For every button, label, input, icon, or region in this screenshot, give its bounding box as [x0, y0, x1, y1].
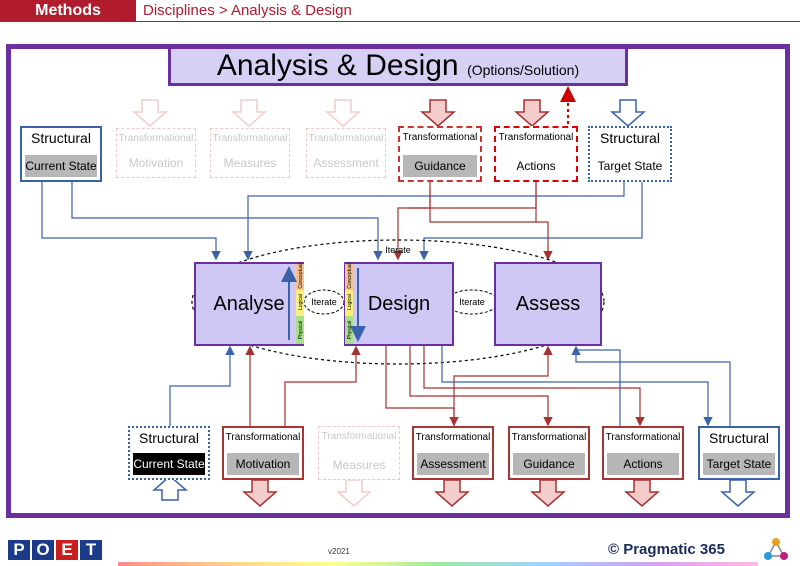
logo-letter: P [8, 540, 30, 560]
top-guidance-box[interactable]: Transformational Guidance [398, 126, 482, 182]
top-bar: Methods Disciplines > Analysis & Design [0, 0, 800, 22]
analyse-box[interactable]: Analyse [194, 262, 304, 346]
top-motivation-box[interactable]: Transformational Motivation [116, 128, 196, 178]
iterate-ellipse [191, 239, 605, 365]
brand-label: © Pragmatic 365 [608, 541, 725, 558]
analyse-label: Analyse [213, 293, 285, 315]
title-main: Analysis & Design [216, 49, 459, 82]
box-value: Guidance [513, 453, 585, 475]
bottom-block-arrows [152, 475, 756, 507]
top-target-state-box[interactable]: Structural Target State [588, 126, 672, 182]
title-sub: (Options/Solution) [467, 62, 580, 78]
measures-down-arrow [336, 479, 372, 507]
faded-down-arrow [325, 99, 361, 127]
bottom-motivation-box[interactable]: Transformational Motivation [222, 426, 304, 480]
box-value: Measures [214, 152, 286, 174]
box-caption: Transformational [225, 432, 301, 443]
target-down-arrow [610, 99, 646, 127]
current-state-up-arrow [152, 475, 188, 501]
logo-letter: O [32, 540, 54, 560]
iterate-top-label: Iterate [385, 245, 411, 255]
motivation-down-arrow [242, 479, 278, 507]
box-caption: Structural [31, 130, 91, 146]
box-value: Motivation [120, 152, 192, 174]
logo-letter: T [80, 540, 102, 560]
bottom-assessment-box[interactable]: Transformational Assessment [412, 426, 494, 480]
assess-label: Assess [515, 293, 581, 315]
footer-rainbow-line [118, 562, 758, 566]
top-actions-box[interactable]: Transformational Actions [494, 126, 578, 182]
box-value: Assessment [310, 152, 382, 174]
box-value: Current State [25, 155, 97, 177]
box-caption: Transformational [605, 432, 681, 443]
target-down-arrow [720, 479, 756, 507]
box-caption: Transformational [415, 432, 491, 443]
box-value: Motivation [227, 453, 299, 475]
header-divider [136, 21, 800, 22]
box-value: Actions [499, 155, 573, 177]
assessment-down-arrow [434, 479, 470, 507]
box-value: Assessment [417, 453, 489, 475]
bottom-measures-box[interactable]: Transformational Measures [318, 426, 400, 480]
box-value: Current State [133, 453, 205, 475]
bottom-target-state-box[interactable]: Structural Target State [698, 426, 780, 480]
top-measures-box[interactable]: Transformational Measures [210, 128, 290, 178]
design-box[interactable]: Design [344, 262, 454, 346]
box-caption: Transformational [308, 133, 384, 144]
box-caption: Structural [600, 130, 660, 146]
faded-down-arrow [231, 99, 267, 127]
guidance-down-arrow [530, 479, 566, 507]
box-caption: Transformational [321, 431, 397, 442]
box-caption: Transformational [511, 432, 587, 443]
top-current-state-box[interactable]: Structural Current State [20, 126, 102, 182]
iterate-right-label: Iterate [459, 297, 485, 307]
breadcrumb[interactable]: Disciplines > Analysis & Design [143, 2, 352, 19]
box-value: Actions [607, 453, 679, 475]
box-caption: Transformational [402, 132, 478, 143]
logo-letter: E [56, 540, 78, 560]
box-caption: Structural [709, 430, 769, 446]
version-label: v2021 [328, 547, 350, 556]
actions-down-arrow [514, 99, 550, 127]
box-caption: Structural [139, 430, 199, 446]
design-label: Design [367, 293, 431, 315]
top-block-arrows [132, 99, 646, 127]
box-caption: Transformational [498, 132, 574, 143]
box-value: Target State [703, 453, 775, 475]
bottom-actions-box[interactable]: Transformational Actions [602, 426, 684, 480]
box-value: Target State [593, 155, 667, 177]
diagram-title: Analysis & Design (Options/Solution) [168, 46, 628, 86]
box-caption: Transformational [212, 133, 288, 144]
actions-down-arrow [624, 479, 660, 507]
iterate-left-label: Iterate [311, 297, 337, 307]
top-assessment-box[interactable]: Transformational Assessment [306, 128, 386, 178]
faded-down-arrow [132, 99, 168, 127]
bottom-guidance-box[interactable]: Transformational Guidance [508, 426, 590, 480]
section-label[interactable]: Methods [0, 0, 136, 22]
box-value: Guidance [403, 155, 477, 177]
box-caption: Transformational [118, 133, 194, 144]
bottom-current-state-box[interactable]: Structural Current State [128, 426, 210, 480]
guidance-down-arrow [420, 99, 456, 127]
box-value: Measures [322, 454, 396, 476]
molecule-icon [764, 538, 788, 560]
assess-box[interactable]: Assess [494, 262, 602, 346]
